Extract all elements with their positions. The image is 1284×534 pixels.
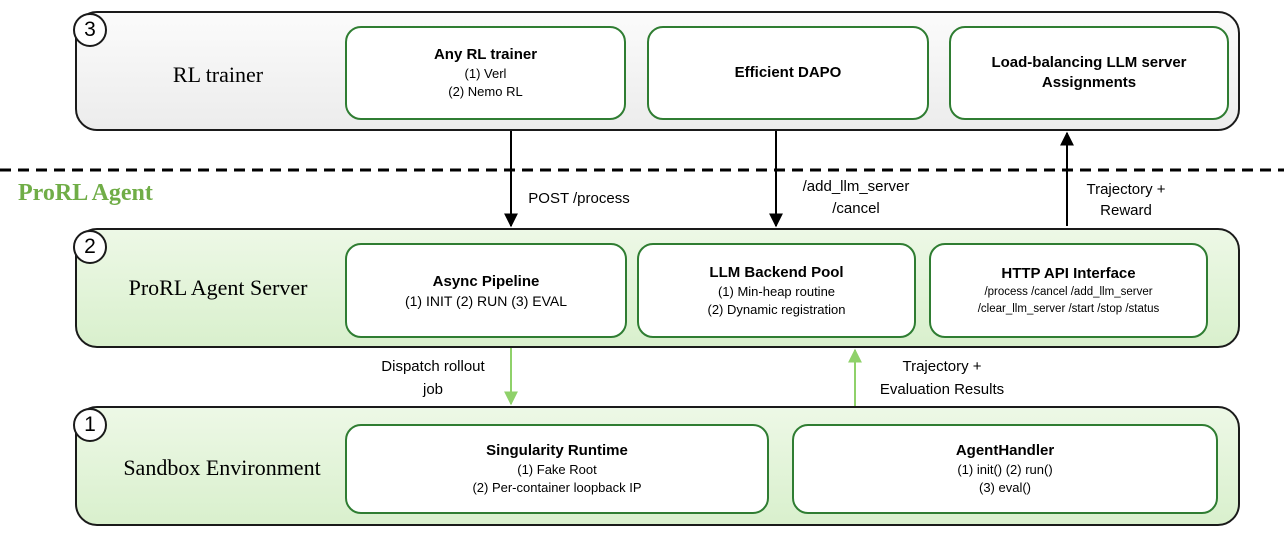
any-rl-trainer-title: Any RL trainer [433,46,538,63]
sandbox-environment-title: Sandbox Environment [123,455,321,480]
efficient-dapo-title: Efficient DAPO [734,64,842,81]
llm-backend-pool-line-2: (2) Dynamic registration [707,301,846,317]
http-api-interface-title: HTTP API Interface [1001,264,1136,282]
async-pipeline-title: Async Pipeline [432,272,540,290]
http-api-interface-box: HTTP API Interface /process /cancel /add… [929,243,1208,338]
layer-number-2: 2 [73,230,107,264]
singularity-runtime-line-1: (1) Fake Root [517,462,597,477]
cancel-label: /cancel [832,200,880,217]
llm-backend-pool-box: LLM Backend Pool (1) Min-heap routine (2… [637,243,916,338]
layer-number-1: 1 [73,408,107,442]
agent-handler-line-2: (3) eval() [978,480,1031,495]
singularity-runtime-box: Singularity Runtime (1) Fake Root (2) Pe… [345,424,769,514]
trajectory-eval-label-2: Evaluation Results [879,381,1005,398]
async-pipeline-line-1: (1) INIT (2) RUN (3) EVAL [404,292,568,309]
trajectory-reward-label-2: Reward [1100,202,1152,219]
singularity-runtime-line-2: (2) Per-container loopback IP [472,480,642,495]
load-balancing-title-2: Assignments [1041,74,1137,91]
agent-handler-line-1: (1) init() (2) run() [957,462,1053,477]
load-balancing-box: Load-balancing LLM server Assignments [949,26,1229,120]
load-balancing-title: Load-balancing LLM server [991,54,1187,71]
agent-handler-title: AgentHandler [955,442,1055,459]
trajectory-eval-label-1: Trajectory + [902,358,982,375]
add-llm-server-label: /add_llm_server [802,178,910,195]
any-rl-trainer-line-2: (2) Nemo RL [448,84,523,99]
rl-trainer-title: RL trainer [172,62,264,87]
trajectory-reward-label-1: Trajectory + [1086,181,1166,198]
http-api-interface-line-1: /process /cancel /add_llm_server [984,285,1153,298]
singularity-runtime-title: Singularity Runtime [486,442,628,459]
llm-backend-pool-title: LLM Backend Pool [709,263,844,281]
post-process-label: POST /process [528,190,630,207]
any-rl-trainer-line-1: (1) Verl [464,66,507,81]
llm-backend-pool-line-1: (1) Min-heap routine [717,283,836,299]
efficient-dapo-box: Efficient DAPO [647,26,929,120]
prorl-agent-server-title: ProRL Agent Server [128,275,308,300]
dispatch-rollout-label-1: Dispatch rollout [381,358,485,375]
async-pipeline-box: Async Pipeline (1) INIT (2) RUN (3) EVAL [345,243,627,338]
dispatch-rollout-label-2: job [422,381,444,398]
layer-number-3: 3 [73,13,107,47]
prorl-agent-brand: ProRL Agent [18,180,153,206]
agent-handler-box: AgentHandler (1) init() (2) run() (3) ev… [792,424,1218,514]
any-rl-trainer-box: Any RL trainer (1) Verl (2) Nemo RL [345,26,626,120]
http-api-interface-line-2: /clear_llm_server /start /stop /status [977,302,1160,315]
